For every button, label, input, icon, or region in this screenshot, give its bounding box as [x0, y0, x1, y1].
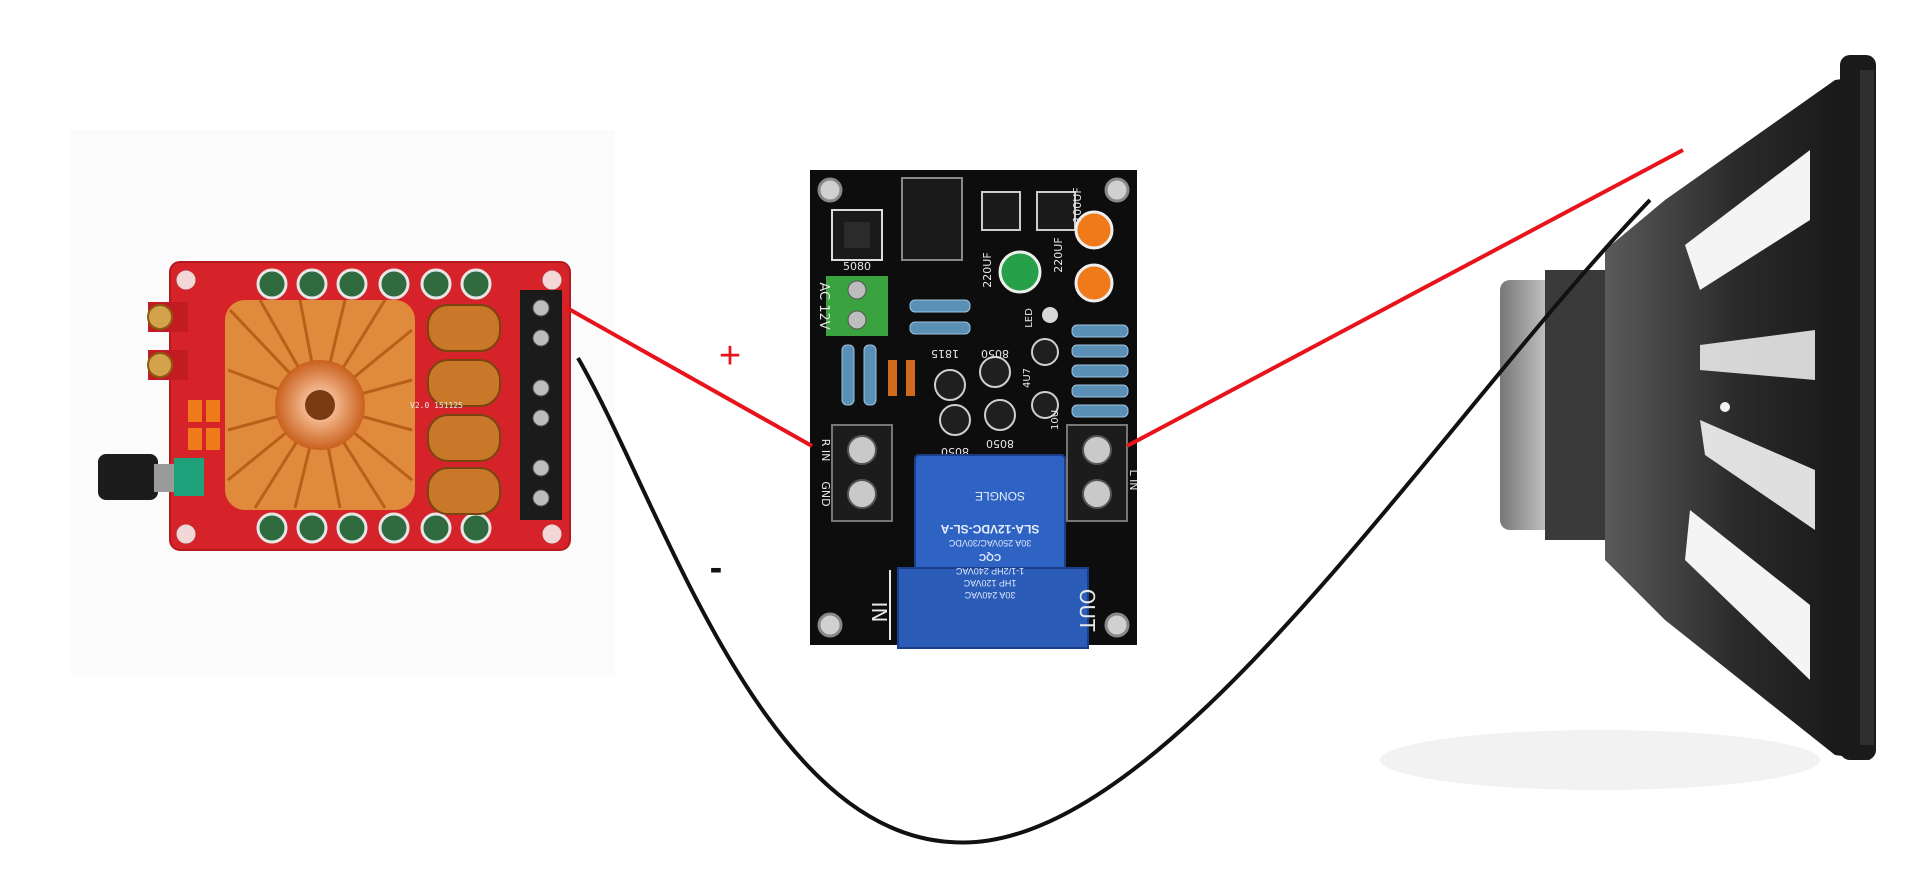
relay-rating-4: 30A 240VAC — [964, 590, 1015, 600]
resistors — [841, 299, 1129, 418]
speaker-backplate — [1545, 270, 1615, 540]
diodes — [888, 360, 915, 396]
capacitors-top — [256, 268, 492, 300]
cap-label-220uf-1: 220UF — [981, 252, 994, 287]
rectifier-ic: 5080 — [831, 209, 883, 273]
transistor-label-8050-c: 8050 — [986, 437, 1014, 450]
negative-label: - — [710, 547, 723, 589]
amplifier-board: V2.0 151125 — [70, 130, 615, 675]
rin-label: R IN — [819, 439, 832, 462]
input-terminals — [831, 424, 893, 522]
mount-hole — [176, 524, 196, 544]
power-terminal — [826, 276, 888, 336]
relay-rating-2: 1-1/2HP 240VAC — [955, 566, 1024, 576]
relay-rating-3: 1HP 120VAC — [963, 578, 1016, 588]
opto-1 — [981, 191, 1021, 231]
orange-caps — [188, 400, 220, 450]
lin-label: L IN — [1127, 469, 1140, 490]
transistors — [934, 338, 1059, 436]
cap-label-4u7: 4U7 — [1022, 368, 1033, 388]
heatsink — [225, 299, 415, 510]
gnd-label: GND — [819, 481, 832, 506]
wire-positive-amp-to-board — [566, 306, 813, 448]
volume-knob — [98, 454, 204, 500]
speaker-shadow — [1380, 730, 1820, 790]
out-label: OUT — [1075, 589, 1099, 632]
led-label: LED — [1024, 308, 1035, 328]
transistor-label-1815: 1815 — [931, 347, 959, 360]
wires — [566, 148, 1684, 845]
electrolytic-caps — [998, 210, 1114, 303]
wire-positive-board-to-speaker — [1126, 148, 1684, 448]
mount-hole — [176, 270, 196, 290]
mount-hole — [542, 270, 562, 290]
in-label: IN — [867, 602, 891, 623]
led — [1042, 307, 1058, 323]
opto-2 — [1036, 191, 1076, 231]
relay-rating-1: 30A 250VAC/30VDC — [948, 538, 1031, 548]
amp-terminal-blocks — [520, 290, 562, 520]
relay: 30A 240VAC 1HP 120VAC 1-1/2HP 240VAC CQC… — [897, 454, 1089, 649]
cap-label-10u: 10U — [1050, 410, 1061, 430]
relay-cqc: CQC — [979, 551, 1001, 562]
inductors — [427, 304, 501, 515]
rca-jacks — [147, 302, 188, 380]
basket-windows — [1685, 150, 1815, 680]
output-terminals — [1066, 424, 1128, 522]
relay-brand: SONGLE — [975, 489, 1025, 503]
speaker — [1380, 55, 1876, 790]
relay-model: SLA-12VDC-SL-A — [940, 522, 1039, 536]
speaker-vent-dot — [1720, 402, 1730, 412]
protection-board: 5080 AC 12V 220UF 220UF 100UF LED — [810, 170, 1140, 649]
amp-silkscreen: V2.0 151125 — [410, 401, 463, 410]
transistor-label-8050-a: 8050 — [981, 347, 1009, 360]
capacitors-bottom — [256, 512, 492, 544]
positive-label: + — [719, 335, 741, 377]
regulator — [901, 177, 963, 261]
wire-negative-amp-to-speaker — [576, 198, 1652, 845]
speaker-basket — [1605, 75, 1870, 760]
ic-label: 5080 — [843, 260, 871, 273]
power-label: AC 12V — [816, 282, 831, 329]
cap-label-100uf: 100UF — [1071, 187, 1084, 222]
speaker-ring-edge — [1860, 70, 1874, 745]
mount-hole — [542, 524, 562, 544]
cap-label-220uf-2: 220UF — [1052, 237, 1065, 272]
protection-mount-holes — [817, 177, 1130, 638]
